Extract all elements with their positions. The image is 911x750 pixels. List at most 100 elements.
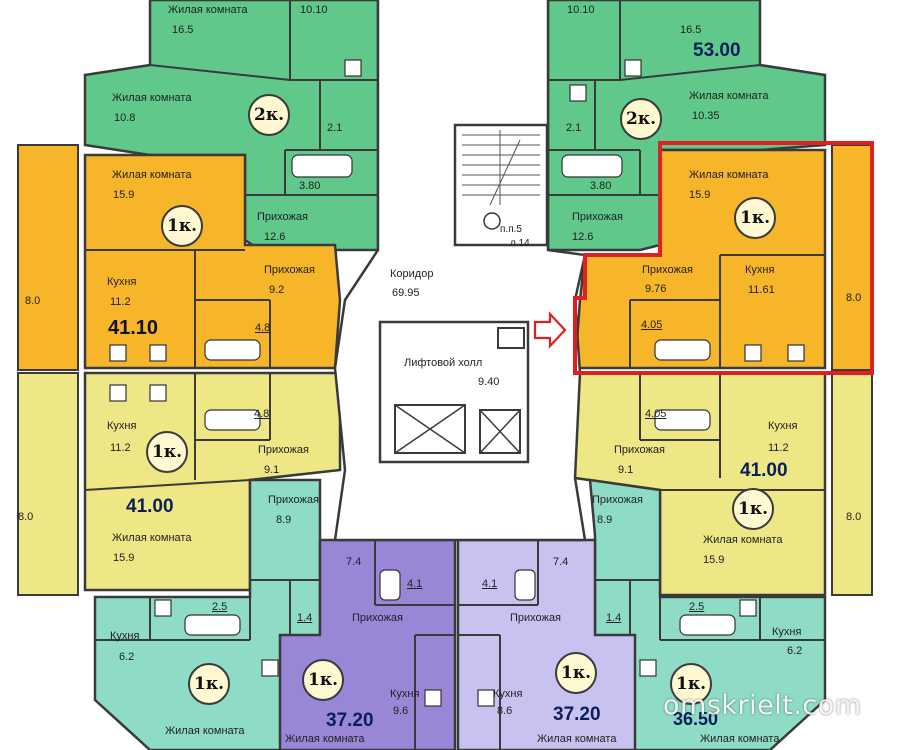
la-hall-label: Прихожая xyxy=(510,612,561,624)
lift-hall-label: Лифтовой холл xyxy=(404,357,483,369)
bl-wc-area: 1.4 xyxy=(297,612,313,624)
tr-hall-label: Прихожая xyxy=(572,211,623,223)
ly-hall-area: 9.1 xyxy=(264,464,280,476)
ry-bath-area: 4.05 xyxy=(645,408,667,420)
watermark: omskrielt.com xyxy=(663,690,862,721)
highlight-outline xyxy=(573,141,874,375)
ly-balcony-area: 8.0 xyxy=(18,511,34,523)
pu-kitchen-area: 9.6 xyxy=(393,705,409,717)
tl-living2-area: 10.8 xyxy=(114,112,136,124)
ly-bath-area: 4.8 xyxy=(254,408,270,420)
bl-kitchen-label: Кухня xyxy=(110,630,140,642)
la-total-area: 37.20 xyxy=(553,704,601,725)
corridor-label: Коридор xyxy=(390,268,434,280)
tr-hall-area: 12.6 xyxy=(572,231,594,243)
lo-1k-badge: 1к. xyxy=(161,205,203,247)
la-bath-area: 4.1 xyxy=(482,578,498,590)
ly-hall-label: Прихожая xyxy=(258,444,309,456)
lo-hall-label: Прихожая xyxy=(264,264,315,276)
lo-living-label: Жилая комната xyxy=(112,169,192,181)
pu-1k-badge: 1к. xyxy=(302,659,344,701)
ry-total-area: 41.00 xyxy=(740,460,788,481)
tl-wc-area: 2.1 xyxy=(327,122,343,134)
ly-kitchen-label: Кухня xyxy=(107,420,137,432)
lo-balcony-area: 8.0 xyxy=(25,295,41,307)
br-hall-label: Прихожая xyxy=(592,494,643,506)
ry-living-area: 15.9 xyxy=(703,554,725,566)
tr-2k-badge: 2к. xyxy=(620,98,662,140)
tl-living1-area: 16.5 xyxy=(172,24,194,36)
bl-living-label: Жилая комната xyxy=(165,725,245,737)
apt-bc-lavender xyxy=(456,538,637,750)
lo-total-area: 41.10 xyxy=(108,317,159,339)
ry-kitchen-area: 11.2 xyxy=(768,442,789,454)
pu-kitchen-label: Кухня xyxy=(390,688,420,700)
la-kitchen-label: Кухня xyxy=(493,688,523,700)
ry-balcony-area: 8.0 xyxy=(846,511,862,523)
br-bath-area: 2.5 xyxy=(689,601,705,613)
bl-bath-area: 2.5 xyxy=(212,601,228,613)
lo-bath-area: 4.8 xyxy=(255,322,271,334)
arrow-icon xyxy=(533,311,567,349)
br-kitchen-area: 6.2 xyxy=(787,645,803,657)
ry-hall-area: 9.1 xyxy=(618,464,634,476)
corridor-area: 69.95 xyxy=(392,287,420,299)
ry-hall-label: Прихожая xyxy=(614,444,665,456)
la-top-area: 7.4 xyxy=(553,556,569,568)
ro-balcony-area: 8.0 xyxy=(846,292,862,304)
tr-total-area: 53.00 xyxy=(693,40,741,61)
balcony-l-yellow xyxy=(17,372,79,596)
bl-kitchen-area: 6.2 xyxy=(119,651,135,663)
stair-label-2: л.14 xyxy=(510,238,530,249)
la-1k-badge: 1к. xyxy=(555,652,597,694)
bl-hall-label: Прихожая xyxy=(268,494,319,506)
lo-kitchen-area: 11.2 xyxy=(110,296,131,308)
tl-top-area: 10.10 xyxy=(300,4,328,16)
bl-1k-badge: 1к. xyxy=(188,663,230,705)
stair-label: п.п.5 xyxy=(500,224,522,235)
tr-bath-area: 3.80 xyxy=(590,180,612,192)
lift-small-box xyxy=(497,327,525,349)
ro-living-label: Жилая комната xyxy=(689,169,769,181)
ly-kitchen-area: 11.2 xyxy=(110,442,131,454)
tl-bath-area: 3.80 xyxy=(299,180,321,192)
ly-1k-badge: 1к. xyxy=(146,431,188,473)
tr-top-area: 10.10 xyxy=(567,4,595,16)
pu-living-label: Жилая комната xyxy=(285,733,365,745)
apt-l-orange xyxy=(83,153,342,370)
la-living-label: Жилая комната xyxy=(537,733,617,745)
balcony-r-yellow xyxy=(831,372,873,596)
lo-living-area: 15.9 xyxy=(113,189,135,201)
fixtures xyxy=(109,59,805,707)
stair-steps xyxy=(462,130,540,206)
la-kitchen-area: 8.6 xyxy=(497,705,513,717)
lo-hall-area: 9.2 xyxy=(269,284,285,296)
lift-hall-area: 9.40 xyxy=(478,376,500,388)
ro-1k-badge: 1к. xyxy=(734,197,776,239)
ly-living-label: Жилая комната xyxy=(112,532,192,544)
pu-top-area: 7.4 xyxy=(346,556,362,568)
tr-living2-area: 10.35 xyxy=(692,110,720,122)
balcony-r-orange xyxy=(831,144,873,371)
ly-total-area: 41.00 xyxy=(126,496,174,517)
pu-hall-label: Прихожая xyxy=(352,612,403,624)
ro-hall-area: 9.76 xyxy=(645,283,667,295)
tl-living2-label: Жилая комната xyxy=(112,92,192,104)
bl-hall-area: 8.9 xyxy=(276,514,292,526)
tr-living2-label: Жилая комната xyxy=(689,90,769,102)
tl-living1-label: Жилая комната xyxy=(168,4,248,16)
br-1k-badge: 1к. xyxy=(670,663,712,705)
br-kitchen-label: Кухня xyxy=(772,626,802,638)
ry-kitchen-label: Кухня xyxy=(768,420,798,432)
lo-kitchen-label: Кухня xyxy=(107,276,137,288)
tl-hall-area: 12.6 xyxy=(264,231,286,243)
ro-living-area: 15.9 xyxy=(689,189,711,201)
pu-bath-area: 4.1 xyxy=(407,578,423,590)
ro-kitchen-label: Кухня xyxy=(745,264,775,276)
br-total-area: 36.50 xyxy=(673,709,719,729)
stair-circle xyxy=(483,212,501,230)
ry-living-label: Жилая комната xyxy=(703,534,783,546)
tr-living1-area: 16.5 xyxy=(680,24,702,36)
